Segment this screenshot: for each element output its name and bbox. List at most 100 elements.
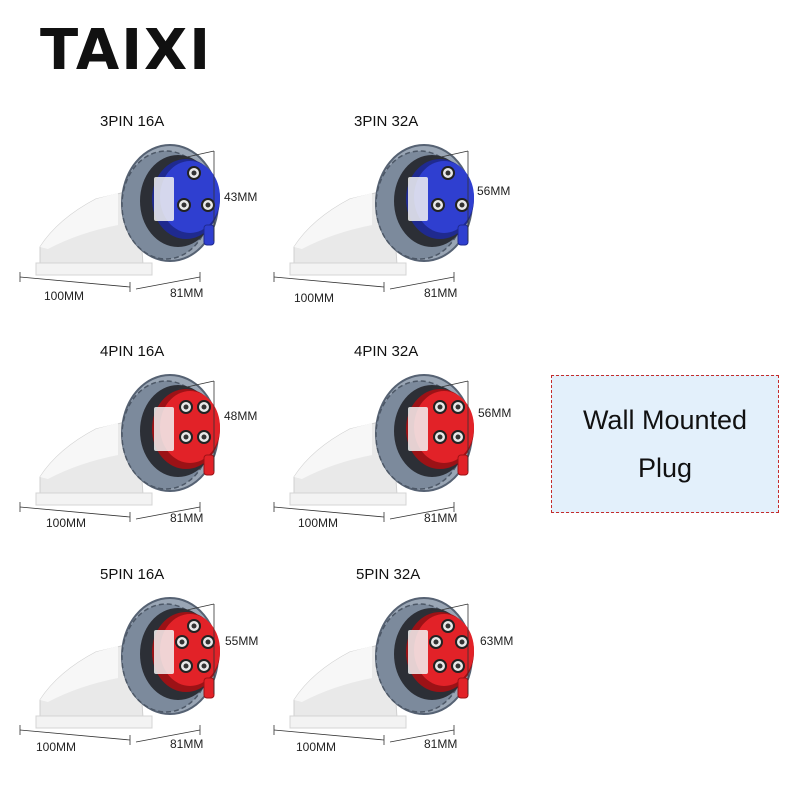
product-title: 5PIN 32A [356,566,421,583]
face-dimension-tick [177,380,215,390]
face-dimension-tick [177,603,215,613]
rating-label [408,630,428,674]
width-dimension-label: 100MM [296,740,337,754]
pin-hole [191,623,197,629]
housing-highlight [40,423,118,479]
product-title: 5PIN 16A [100,566,165,583]
depth-dimension-label: 81MM [170,737,204,751]
key-tab [203,454,215,476]
pin-hole [437,663,443,669]
depth-dimension-label: 81MM [170,286,204,300]
pin-hole [183,434,189,440]
pin-hole [455,663,461,669]
pin-hole [181,202,187,208]
key-tab [203,224,215,246]
housing-highlight [294,193,372,249]
rating-label [154,407,174,451]
callout-line-1: Wall Mounted [582,405,748,435]
pin-hole [433,639,439,645]
housing-base [35,715,153,729]
pin-hole [445,170,451,176]
housing-base [35,492,153,506]
plug-illustration [19,597,220,745]
rating-label [408,177,428,221]
product-card: 4PIN 32A 56MM 100MM 81MM [272,343,532,565]
brand-logo: TAIXI [40,18,213,83]
face-dimension-label: 48MM [224,409,258,423]
product-card: 5PIN 16A 55MM 100MM 81MM [18,566,278,788]
pin-hole [455,434,461,440]
rating-label [154,630,174,674]
width-dimension-label: 100MM [36,740,77,754]
depth-dimension-line [389,276,455,290]
width-dimension-label: 100MM [44,289,85,303]
product-card: 4PIN 16A 48MM 100MM 81MM [18,343,278,565]
face-dimension-label: 43MM [224,190,258,204]
depth-dimension-line [135,729,201,743]
key-tab [457,454,469,476]
width-dimension-line [273,729,385,741]
width-dimension-label: 100MM [46,516,87,530]
housing-highlight [40,646,118,702]
plug-face [414,161,474,233]
pin-hole [445,623,451,629]
product-title: 4PIN 32A [354,343,419,360]
pin-hole [179,639,185,645]
width-dimension-label: 100MM [294,291,335,305]
product-title: 4PIN 16A [100,343,165,360]
depth-dimension-line [389,729,455,743]
key-tab [457,677,469,699]
width-dimension-label: 100MM [298,516,339,530]
housing-base [289,262,407,276]
face-dimension-tick [431,603,469,613]
pin-hole [435,202,441,208]
face-dimension-tick [431,380,469,390]
pin-hole [205,639,211,645]
product-card: 3PIN 32A 56MM 100MM 81MM [272,113,532,335]
depth-dimension-label: 81MM [170,511,204,525]
face-dimension-label: 63MM [480,634,514,648]
face-dimension-label: 56MM [477,184,511,198]
plug-illustration [273,144,474,292]
key-tab [457,224,469,246]
product-title: 3PIN 16A [100,113,165,130]
pin-hole [183,404,189,410]
housing-highlight [40,193,118,249]
product-title: 3PIN 32A [354,113,419,130]
width-dimension-line [19,506,131,518]
pin-hole [437,404,443,410]
face-dimension-label: 55MM [225,634,259,648]
housing-base [289,492,407,506]
depth-dimension-line [389,506,455,520]
pin-hole [201,434,207,440]
pin-hole [201,663,207,669]
product-card: 5PIN 32A 63MM 100MM 81MM [272,566,532,788]
face-dimension-tick [177,150,215,160]
rating-label [154,177,174,221]
pin-hole [183,663,189,669]
housing-base [289,715,407,729]
depth-dimension-label: 81MM [424,511,458,525]
pin-hole [205,202,211,208]
pin-hole [201,404,207,410]
key-tab [203,677,215,699]
depth-dimension-label: 81MM [424,286,458,300]
depth-dimension-line [135,506,201,520]
width-dimension-line [273,276,385,288]
product-type-callout: Wall Mounted Plug [551,375,779,513]
depth-dimension-label: 81MM [424,737,458,751]
callout-line-2: Plug [637,453,693,483]
plug-illustration [19,374,220,522]
face-dimension-label: 56MM [478,406,512,420]
plug-illustration [273,374,474,522]
width-dimension-line [19,729,131,741]
pin-hole [455,404,461,410]
plug-illustration [19,144,220,292]
plug-illustration [273,597,474,745]
depth-dimension-line [135,276,201,290]
face-dimension-tick [431,150,469,160]
rating-label [408,407,428,451]
width-dimension-line [273,506,385,518]
pin-hole [437,434,443,440]
housing-highlight [294,423,372,479]
